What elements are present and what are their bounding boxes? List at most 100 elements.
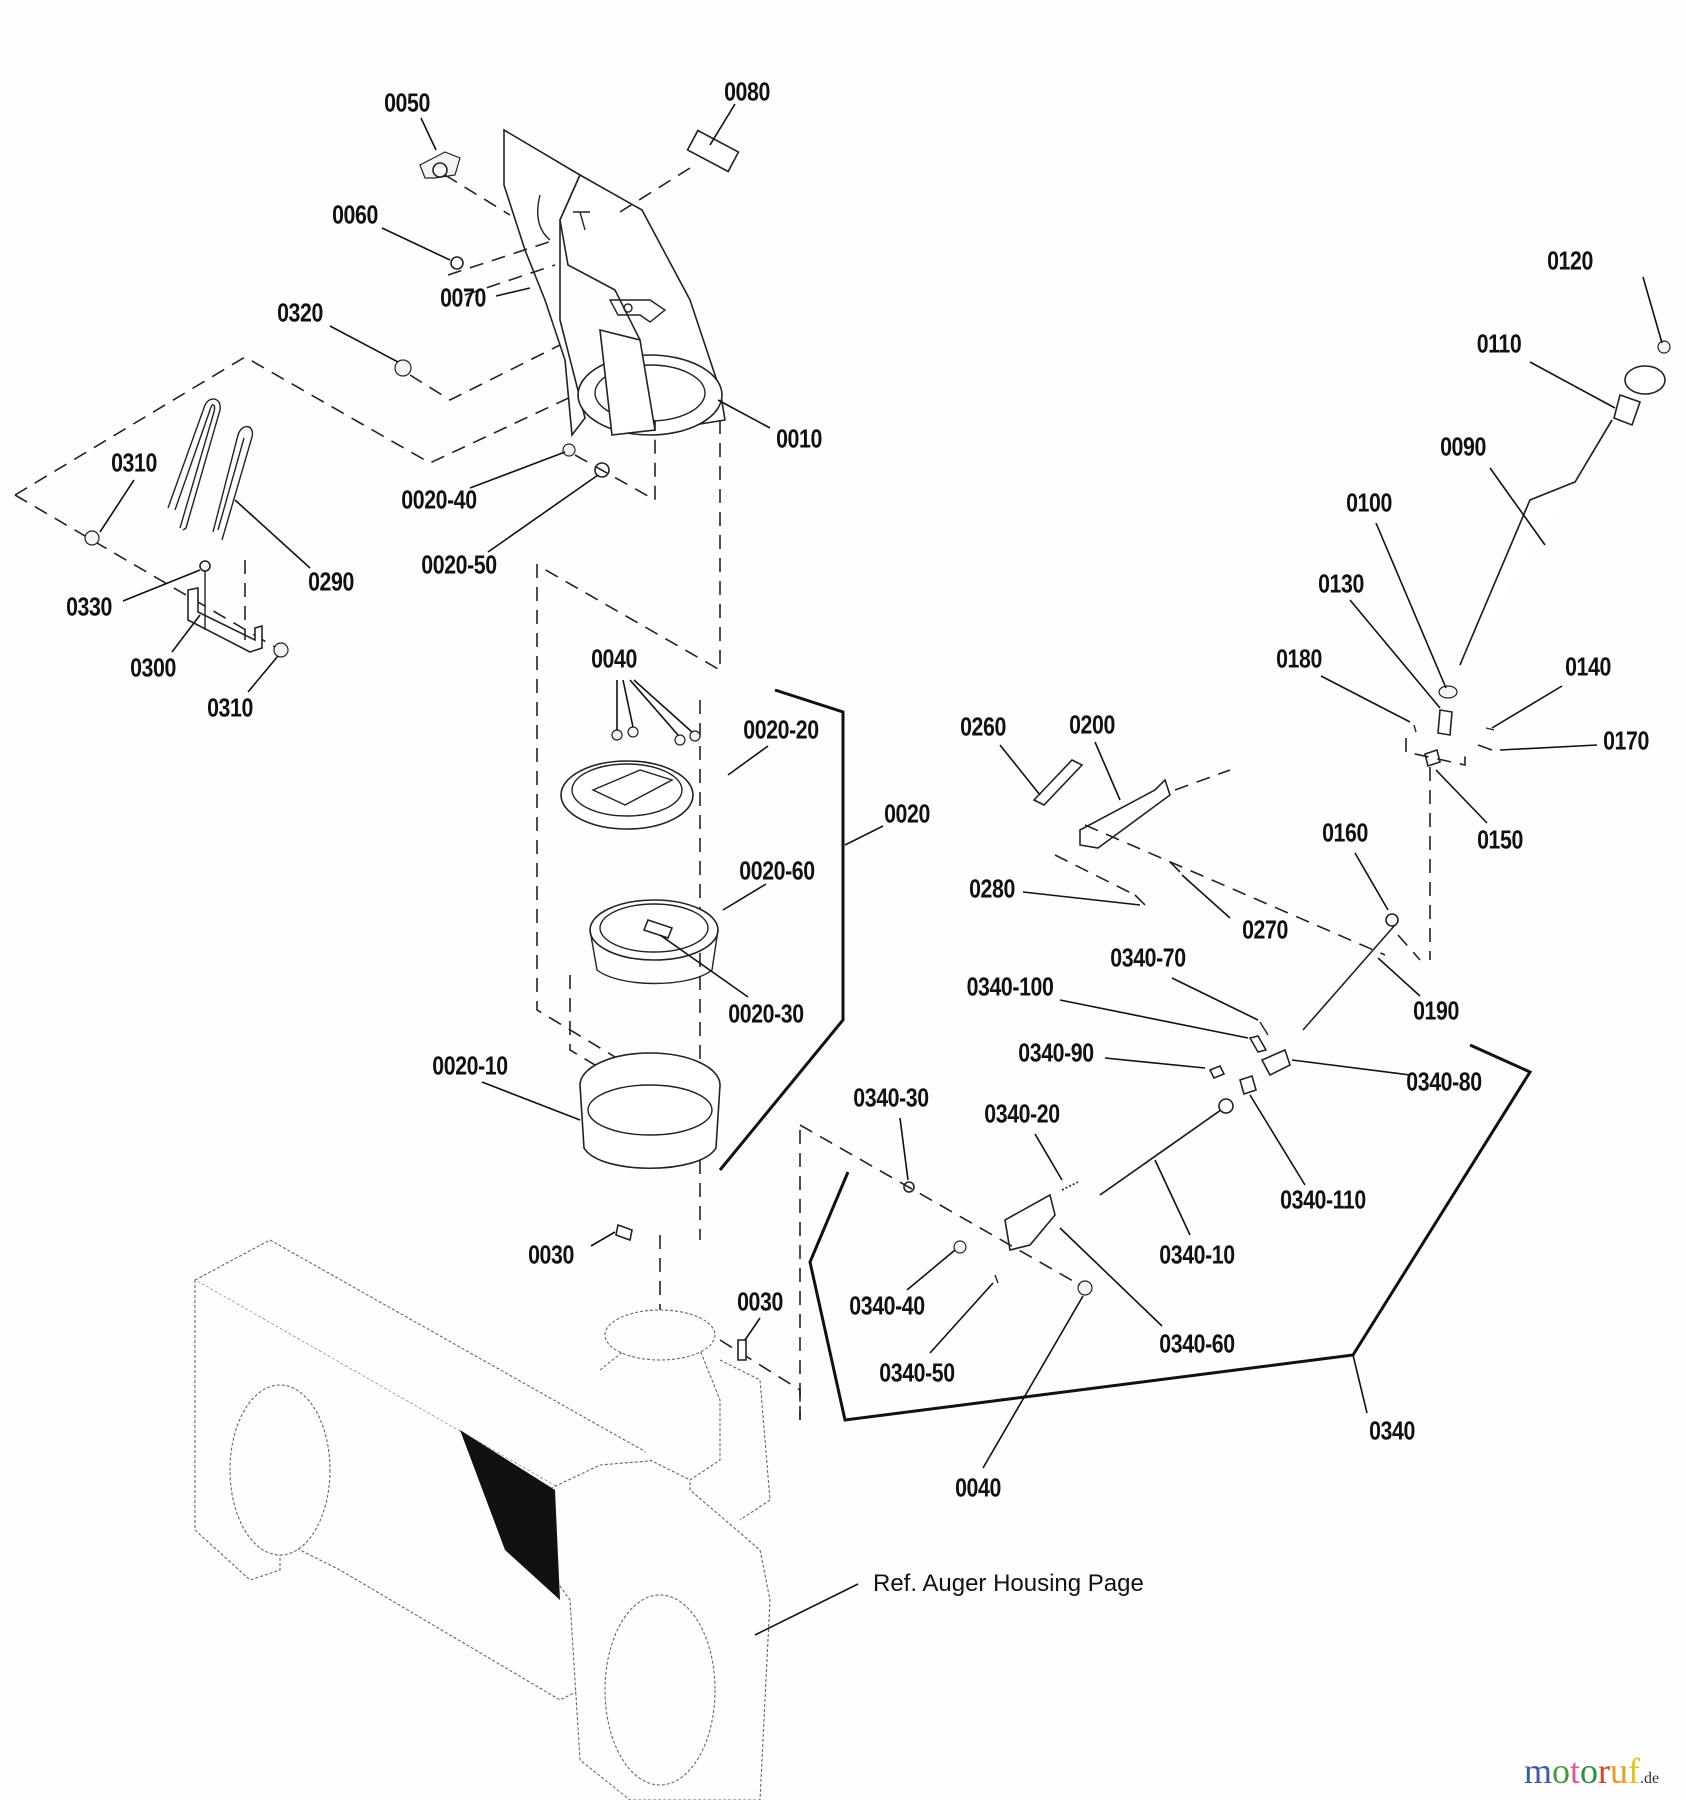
decal-0080 xyxy=(686,129,740,173)
logo-letter: r xyxy=(1598,1751,1611,1791)
part-label-0300: 0300 xyxy=(130,652,176,683)
part-label-0320: 0320 xyxy=(277,297,323,328)
rod-0190 xyxy=(1302,924,1396,1031)
bolt-0340-100 xyxy=(1248,1035,1268,1053)
part-label-0020-10: 0020-10 xyxy=(432,1050,508,1081)
chute-ring-gear-0020-10 xyxy=(579,1052,721,1169)
logo-letter: u xyxy=(1610,1751,1629,1791)
part-label-0020: 0020 xyxy=(884,798,930,829)
auger-opening-shade xyxy=(460,1430,560,1600)
part-label-0290: 0290 xyxy=(308,566,354,597)
part-label-0020-50: 0020-50 xyxy=(421,549,497,580)
logo-letter: o xyxy=(1552,1751,1571,1791)
part-label-0090: 0090 xyxy=(1440,431,1486,462)
bolt-0020-30 xyxy=(642,919,674,939)
block-0340-110 xyxy=(1239,1074,1257,1096)
auger-housing xyxy=(193,1239,771,1800)
assembly-bracket-0020 xyxy=(718,688,845,1171)
part-label-0040-upper: 0040 xyxy=(591,643,637,674)
part-label-0020-20: 0020-20 xyxy=(743,714,819,745)
logo-letter: o xyxy=(1580,1751,1599,1791)
part-label-0310-lower: 0310 xyxy=(207,692,253,723)
part-label-0270: 0270 xyxy=(1242,914,1288,945)
bracket-0200 xyxy=(1079,778,1171,849)
washer-0060 xyxy=(450,256,464,270)
logo-letter: m xyxy=(1524,1751,1553,1791)
gear-0340-40 xyxy=(953,1240,967,1254)
bolt-0030-upper xyxy=(615,1223,633,1242)
part-label-0280: 0280 xyxy=(969,873,1015,904)
part-label-0130: 0130 xyxy=(1318,568,1364,599)
part-label-0340-110: 0340-110 xyxy=(1280,1184,1366,1215)
nut-0320 xyxy=(394,359,412,377)
nut-0020-40 xyxy=(562,443,576,457)
part-label-0040-lower: 0040 xyxy=(955,1472,1001,1503)
pin-0180 xyxy=(1413,724,1417,733)
part-label-0340-50: 0340-50 xyxy=(879,1357,955,1388)
part-label-0200: 0200 xyxy=(1069,709,1115,740)
part-label-0170: 0170 xyxy=(1603,725,1649,756)
part-label-0330: 0330 xyxy=(66,591,112,622)
part-label-0190: 0190 xyxy=(1413,995,1459,1026)
part-label-0340-10: 0340-10 xyxy=(1159,1239,1235,1270)
part-label-0340-70: 0340-70 xyxy=(1110,942,1186,973)
part-label-0340-20: 0340-20 xyxy=(984,1098,1060,1129)
part-label-0020-40: 0020-40 xyxy=(401,484,477,515)
part-label-0020-30: 0020-30 xyxy=(728,998,804,1029)
pin-0340-50 xyxy=(994,1274,999,1284)
part-label-0010: 0010 xyxy=(776,423,822,454)
block-0150 xyxy=(1424,748,1441,768)
part-label-0020-60: 0020-60 xyxy=(739,855,815,886)
nut-0040 xyxy=(1077,1280,1093,1296)
pin-0170 xyxy=(1477,744,1493,751)
discharge-chute-0010 xyxy=(503,128,726,438)
logo-suffix: .de xyxy=(1640,1770,1660,1787)
part-label-0110: 0110 xyxy=(1476,328,1522,359)
screw-0270 xyxy=(1169,861,1181,873)
logo-letter: t xyxy=(1570,1751,1581,1791)
chute-clip-0290 xyxy=(167,398,254,541)
part-label-0030-lower: 0030 xyxy=(737,1286,783,1317)
bracket-0300 xyxy=(187,587,263,653)
part-label-0070: 0070 xyxy=(440,282,486,313)
part-label-0180: 0180 xyxy=(1276,643,1322,674)
nut-0120 xyxy=(1657,340,1671,354)
pin-0140 xyxy=(1485,727,1495,731)
part-label-0120: 0120 xyxy=(1547,245,1593,276)
part-label-0080: 0080 xyxy=(724,76,770,107)
part-label-0340-30: 0340-30 xyxy=(853,1082,929,1113)
part-label-0050: 0050 xyxy=(384,87,430,118)
plate-0260 xyxy=(1032,759,1084,806)
reference-note: Ref. Auger Housing Page xyxy=(873,1570,1144,1597)
coupler-0130 xyxy=(1437,709,1453,736)
part-label-0160: 0160 xyxy=(1322,817,1368,848)
bushing-0100 xyxy=(1438,685,1458,699)
screw-0280 xyxy=(1134,894,1146,906)
nut-0310-right xyxy=(273,642,289,658)
leader-lines xyxy=(99,103,1663,1636)
part-label-0340: 0340 xyxy=(1369,1415,1415,1446)
chute-ring-0020-60 xyxy=(589,899,719,985)
part-label-0030-upper: 0030 xyxy=(528,1239,574,1270)
part-label-0310-upper: 0310 xyxy=(111,447,157,478)
nut-0310-left xyxy=(84,530,100,546)
part-label-0340-40: 0340-40 xyxy=(849,1290,925,1321)
bolt-0030-lower xyxy=(737,1339,747,1361)
part-label-0060: 0060 xyxy=(332,199,378,230)
part-label-0340-80: 0340-80 xyxy=(1406,1066,1482,1097)
spring-0340-20 xyxy=(1061,1181,1079,1191)
chute-tilt-knob-0050 xyxy=(419,151,461,179)
yoke-0340-80 xyxy=(1260,1048,1291,1077)
part-label-0340-100: 0340-100 xyxy=(966,971,1054,1002)
assembly-bracket-0340 xyxy=(808,1043,1533,1422)
logo-letter: f xyxy=(1628,1751,1641,1791)
part-label-0150: 0150 xyxy=(1477,824,1523,855)
pin-0340-90 xyxy=(1208,1064,1226,1080)
part-label-0340-60: 0340-60 xyxy=(1159,1328,1235,1359)
watermark-logo: motoruf.de xyxy=(1524,1750,1659,1792)
cotter-0340-70 xyxy=(1259,1021,1269,1036)
part-label-0140: 0140 xyxy=(1565,651,1611,682)
part-label-0340-90: 0340-90 xyxy=(1018,1037,1094,1068)
